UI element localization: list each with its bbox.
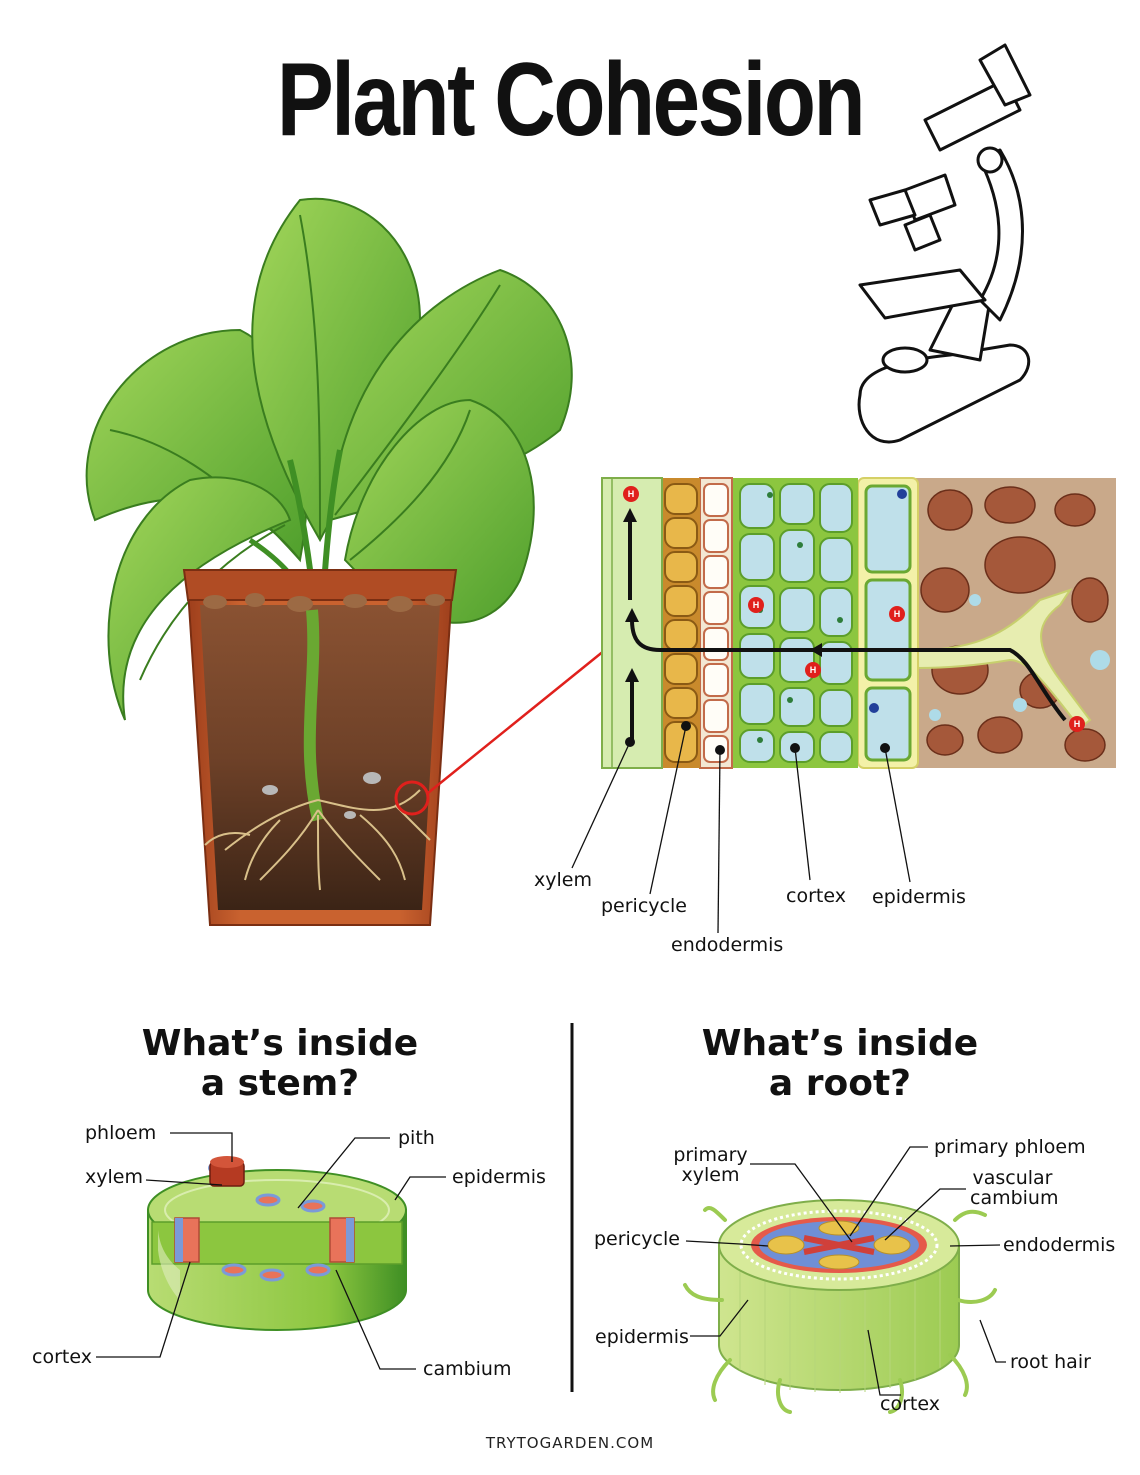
root-label-endodermis: endodermis <box>1003 1234 1116 1256</box>
stem-label-cortex: cortex <box>32 1346 92 1368</box>
label-cortex: cortex <box>786 885 846 907</box>
stem-label-xylem: xylem <box>85 1166 143 1188</box>
stem-leader-lines <box>96 1132 446 1370</box>
plant-stem <box>303 609 324 822</box>
stem-heading-line1: What’s inside <box>141 1023 419 1064</box>
label-endodermis: endodermis <box>671 934 784 956</box>
root-leader-lines <box>685 1146 1006 1396</box>
stem-label-pith: pith <box>398 1127 435 1149</box>
water-molecule-icon: H <box>748 597 764 613</box>
root-label-primary-xylem: primary xylem <box>673 1145 748 1185</box>
zoom-circle <box>394 780 430 816</box>
root-label-primary-xylem-line1: primary <box>673 1144 748 1166</box>
stem-label-epidermis: epidermis <box>452 1166 546 1188</box>
root-section-heading: What’s inside a root? <box>680 1024 1000 1104</box>
potted-plant <box>85 197 606 926</box>
root-label-vascular-cambium-line1: vascular <box>972 1167 1053 1189</box>
label-pericycle: pericycle <box>601 895 687 917</box>
stem-label-phloem: phloem <box>85 1122 157 1144</box>
zoom-line <box>427 649 606 794</box>
label-epidermis: epidermis <box>872 886 966 908</box>
root-hairs <box>683 1206 997 1414</box>
root-label-vascular-cambium: vascular cambium <box>970 1167 1059 1209</box>
root-label-cortex: cortex <box>880 1393 940 1415</box>
stem-heading-line2: a stem? <box>200 1063 360 1104</box>
root-label-root-hair: root hair <box>1010 1351 1091 1373</box>
water-flow-arrows <box>628 520 1067 740</box>
stem-cross-section <box>147 1156 407 1331</box>
stem-label-cambium: cambium <box>423 1358 512 1380</box>
root-zoom-leader-lines <box>571 725 911 934</box>
water-molecule-icon: H <box>1069 716 1085 732</box>
plant-roots <box>204 789 431 891</box>
root-cross-section <box>683 1199 997 1414</box>
page-title: Plant Cohesion <box>276 42 866 158</box>
footer-credit: TRYTOGARDEN.COM <box>485 1434 655 1452</box>
root-label-pericycle: pericycle <box>594 1228 680 1250</box>
stem-section-heading: What’s inside a stem? <box>120 1024 440 1104</box>
pot-rim <box>182 569 458 601</box>
root-label-vascular-cambium-line2: cambium <box>970 1187 1059 1209</box>
root-label-primary-phloem: primary phloem <box>934 1136 1086 1158</box>
pot-soil-cutaway <box>200 605 440 910</box>
root-label-epidermis: epidermis <box>595 1326 689 1348</box>
water-molecule-icon: H <box>623 486 639 502</box>
microscope-icon <box>857 43 1032 444</box>
root-heading-line2: a root? <box>768 1063 912 1104</box>
water-molecule-icon: H <box>805 662 821 678</box>
plant-leaves <box>85 197 573 721</box>
root-tissue-diagram <box>601 477 1116 769</box>
root-label-primary-xylem-line2: xylem <box>681 1164 740 1186</box>
water-molecule-icon: H <box>889 606 905 622</box>
root-heading-line1: What’s inside <box>701 1023 979 1064</box>
label-xylem: xylem <box>534 869 592 891</box>
